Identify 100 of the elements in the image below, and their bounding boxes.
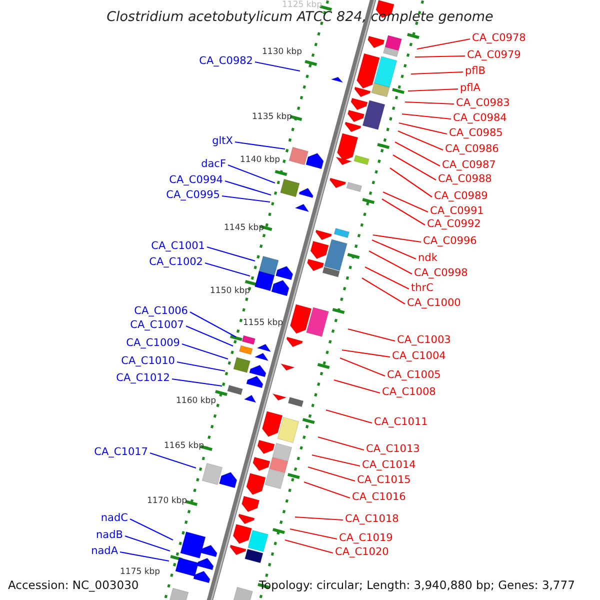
gene-label: CA_C1003 xyxy=(397,333,451,347)
leader-line xyxy=(312,454,360,467)
leader-line xyxy=(326,409,372,424)
gene-label: CA_C1014 xyxy=(362,458,416,472)
gene-label: CA_C1015 xyxy=(357,473,411,487)
leader-line xyxy=(404,101,454,105)
leader-line xyxy=(402,113,452,120)
leader-line xyxy=(284,539,334,554)
leader-line xyxy=(398,122,448,135)
leader-line xyxy=(182,343,228,360)
gene-label: CA_C0992 xyxy=(427,217,481,231)
gene-label: CA_C0984 xyxy=(453,111,507,125)
leader-line xyxy=(410,71,464,75)
tick-label: 1130 kbp xyxy=(262,46,302,58)
leader-line xyxy=(130,518,174,540)
gene-label: CA_C1009 xyxy=(126,336,180,350)
leader-line xyxy=(416,38,470,50)
leader-line xyxy=(414,55,466,58)
gene-label: CA_C0991 xyxy=(430,204,484,218)
gene-label: CA_C0987 xyxy=(442,158,496,172)
gene-label: ndk xyxy=(418,251,438,265)
leader-line xyxy=(398,130,444,150)
leader-line xyxy=(304,481,350,499)
tick-label: 1175 kbp xyxy=(120,566,160,578)
gene-label: CA_C0978 xyxy=(472,31,526,45)
gene-label: CA_C1011 xyxy=(374,415,428,429)
gene-label: CA_C1020 xyxy=(335,545,389,559)
gene-label: CA_C0995 xyxy=(166,188,220,202)
genome-stats-text: Topology: circular; Length: 3,940,880 bp; Genes: 3,777 xyxy=(259,578,575,592)
gene-label: CA_C1013 xyxy=(366,442,420,456)
leader-line xyxy=(372,234,422,243)
accession-text: Accession: NC_003030 xyxy=(8,578,139,592)
leader-line xyxy=(372,240,416,260)
leader-line xyxy=(408,88,458,92)
leader-line xyxy=(124,535,170,552)
leader-line xyxy=(390,168,432,198)
leader-line xyxy=(392,154,436,180)
leader-line xyxy=(368,250,412,274)
gene-label: CA_C0994 xyxy=(169,173,223,187)
leader-line xyxy=(186,326,234,346)
leader-line xyxy=(254,61,300,72)
gene-label: CA_C0986 xyxy=(445,142,499,156)
leader-line xyxy=(206,246,256,262)
leader-line xyxy=(342,349,390,358)
tick-label: 1160 kbp xyxy=(176,396,216,406)
leader-line xyxy=(364,266,410,290)
gene-label: CA_C1016 xyxy=(352,490,406,504)
leader-line xyxy=(172,378,222,387)
gene-label: CA_C1008 xyxy=(382,385,436,399)
leader-line xyxy=(150,452,196,469)
leader-line xyxy=(318,436,364,451)
leader-line xyxy=(382,198,426,226)
leader-line xyxy=(222,195,270,203)
leader-line xyxy=(294,516,344,521)
leader-line xyxy=(348,328,396,342)
gene-label: CA_C1018 xyxy=(345,512,399,526)
gene-label: CA_C1001 xyxy=(151,239,205,253)
leader-line xyxy=(190,312,236,338)
gene-label: pflA xyxy=(460,81,480,95)
leader-line xyxy=(176,361,226,372)
tick-label: 1155 kbp xyxy=(243,318,284,328)
gene-label: CA_C1017 xyxy=(94,445,148,459)
gene-label: CA_C0982 xyxy=(199,54,253,68)
gene-label: dacF xyxy=(201,157,226,171)
leader-line xyxy=(204,262,250,277)
leader-line xyxy=(334,379,380,394)
tick-label: 1170 kbp xyxy=(147,496,188,506)
gene-label: CA_C0989 xyxy=(434,189,488,203)
gene-label: pflB xyxy=(465,64,486,78)
gene-label: nadA xyxy=(91,544,118,558)
gene-label: thrC xyxy=(411,281,434,295)
title: Clostridium acetobutylicum ATCC 824, complete genome xyxy=(106,10,494,24)
gene-label: CA_C1002 xyxy=(149,255,203,269)
leader-line xyxy=(394,142,440,166)
gene-label: CA_C1000 xyxy=(407,296,461,310)
tick-label: 1135 kbp xyxy=(252,112,292,122)
gene-label: CA_C0996 xyxy=(423,234,477,248)
leader-line xyxy=(308,466,356,482)
gene-label: CA_C1012 xyxy=(116,371,170,385)
tick-label: 1125 kbp xyxy=(282,0,322,10)
gene-label: CA_C1004 xyxy=(392,349,446,363)
gene-label: CA_C1005 xyxy=(387,368,441,382)
leader-line xyxy=(290,528,338,540)
gene-label: CA_C0979 xyxy=(467,48,521,62)
gene-label: nadB xyxy=(96,528,123,542)
leader-line xyxy=(120,551,170,562)
gene-label: CA_C0985 xyxy=(449,126,503,140)
gene-label: nadC xyxy=(100,511,128,525)
tick-label: 1165 kbp xyxy=(164,440,204,452)
leader-line xyxy=(224,180,272,196)
leader-line xyxy=(234,141,286,150)
gene-label: CA_C0983 xyxy=(456,96,510,110)
tick-label: 1140 kbp xyxy=(240,154,280,166)
gene-label: CA_C0998 xyxy=(414,266,468,280)
leader-line xyxy=(340,357,386,377)
gene-label: CA_C1007 xyxy=(130,318,184,332)
leader-line xyxy=(228,164,276,184)
gene-label: CA_C1019 xyxy=(339,531,393,545)
gene-label: CA_C1010 xyxy=(121,354,175,368)
gene-label: CA_C1006 xyxy=(134,304,188,318)
